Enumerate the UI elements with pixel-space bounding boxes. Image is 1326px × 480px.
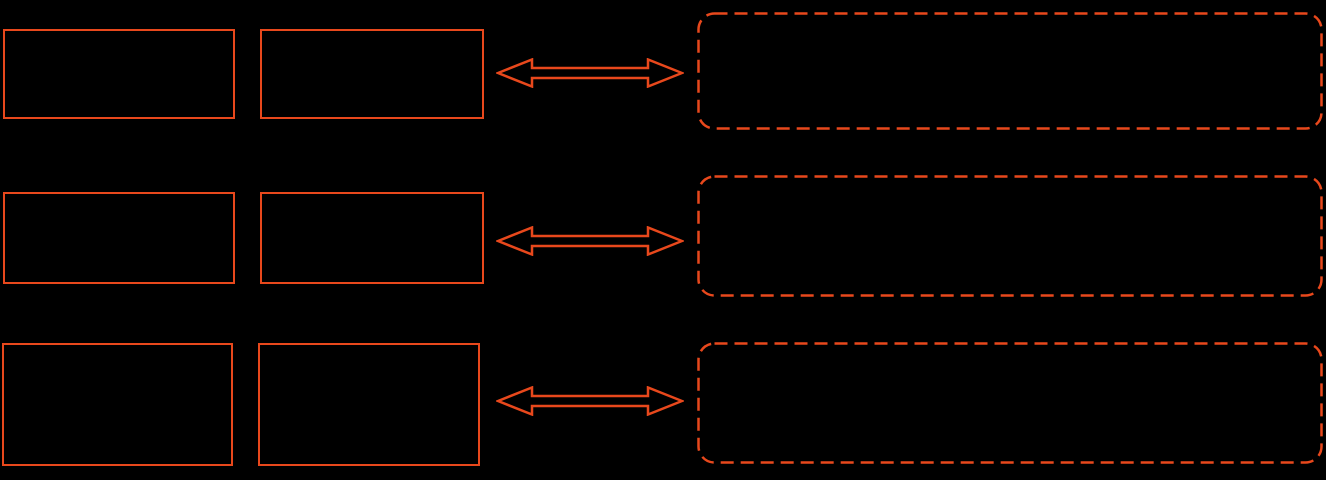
row3-middle-box (258, 343, 480, 466)
row2-double-headed-arrow-icon (496, 226, 684, 256)
row1-double-headed-arrow-icon (496, 58, 684, 88)
row2-dashed-box (697, 175, 1323, 297)
row3-double-headed-arrow-icon (496, 386, 684, 416)
row3-dashed-box (697, 342, 1323, 464)
row1-dashed-box (697, 12, 1323, 130)
row2-left-box (3, 192, 235, 284)
row1-middle-box (260, 29, 484, 119)
row1-left-box (3, 29, 235, 119)
row3-left-box (2, 343, 233, 466)
row2-middle-box (260, 192, 484, 284)
